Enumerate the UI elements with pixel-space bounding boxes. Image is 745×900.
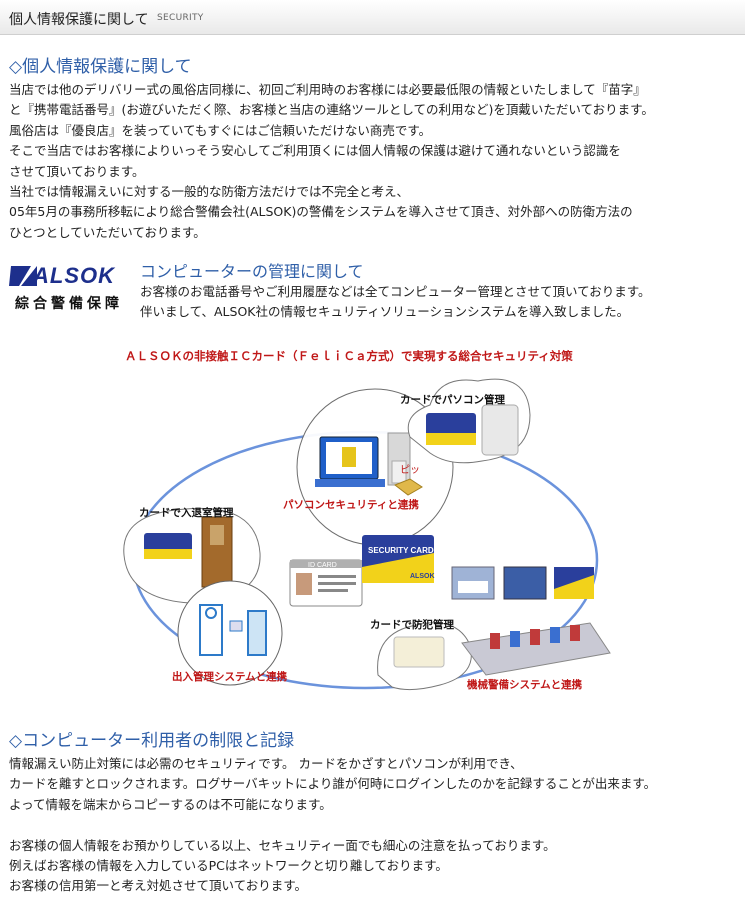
section-heading-computer: コンピューターの管理に関して [140, 262, 364, 281]
alsok-logo-word: ALSOK [33, 263, 115, 288]
entry-system-node [177, 580, 283, 686]
card-brand-text: ALSOK [410, 573, 435, 580]
computer-paragraph: お客様のお電話番号やご利用履歴などは全てコンピューター管理とさせて頂いております… [140, 282, 651, 322]
label-room-management: カードで入退室管理 [139, 507, 234, 519]
privacy-paragraph: 当店では他のデリバリー式の風俗店同様に、初回ご利用時のお客様には必要最低限の情報… [9, 80, 654, 243]
text-line: そこで当店ではお客様によりいっそう安心してご利用頂くには個人情報の保護は避けて通… [9, 143, 621, 159]
text-line: 伴いまして、ALSOK社の情報セキュリティソリューションシステムを導入致しました… [140, 304, 630, 319]
text-line: と『携帯電話番号』(お遊びいただく際、お客様と当店の連絡ツールとしての利用など)… [9, 102, 654, 118]
text-line: よって情報を端末からコピーするのは不可能になります。 [9, 796, 332, 812]
security-card-text: SECURITY CARD [368, 546, 434, 555]
page-header-title: 個人情報保護に関して [9, 12, 149, 28]
text-line: 05年5月の事務所移転により総合警備会社(ALSOK)の警備をシステムを導入させ… [9, 204, 633, 220]
text-line: お客様の信用第一と考え対処させて頂いております。 [9, 878, 308, 894]
security-system-diagram: ピッ SECURITY CARD ID CARD ALSOK [123, 378, 611, 691]
section-heading-privacy: ◇個人情報保護に関して [9, 57, 192, 77]
label-pc-management: カードでパソコン管理 [400, 394, 505, 406]
pc-management-bubble [407, 378, 531, 464]
label-entry-system: 出入管理システムと連携 [172, 671, 288, 683]
label-pc-security: パソコンセキュリティと連携 [283, 499, 419, 511]
id-card-text: ID CARD [308, 562, 337, 569]
page-header-subtitle: SECURITY [157, 13, 204, 23]
card-examples [289, 535, 434, 607]
diagram-title: ＡＬＳＯＫの非接触ＩＣカード（ＦｅｌｉＣａ方式）で実現する総合セキュリティ対策 [125, 349, 573, 363]
text-line: ひとつとしていただいております。 [9, 224, 206, 240]
text-line: 当店では他のデリバリー式の風俗店同様に、初回ご利用時のお客様には必要最低限の情報… [9, 82, 646, 97]
machine-security-node [451, 566, 611, 676]
label-machine-security: 機械警備システムと連携 [467, 679, 583, 691]
alsok-logo-mark [9, 266, 37, 286]
text-line: お客様の個人情報をお預かりしている以上、セキュリティー面でも細心の注意を払ってお… [9, 837, 556, 853]
text-line: 例えばお客様の情報を入力しているPCはネットワークと切り離しております。 [9, 858, 448, 874]
section-heading-restriction: ◇コンピューター利用者の制限と記録 [9, 731, 295, 751]
alsok-logo-tagline: 綜合警備保障 [15, 296, 123, 312]
label-crime-prevention: カードで防犯管理 [370, 619, 454, 631]
text-line: 情報漏えい防止対策には必需のセキュリティです。 カードをかざすとパソコンが利用で… [9, 756, 523, 771]
text-line: 当社では情報漏えいに対する一般的な防衛方法だけでは不完全と考え、 [9, 184, 410, 200]
text-line: お客様のお電話番号やご利用履歴などは全てコンピューター管理とさせて頂いております… [140, 284, 651, 299]
text-line: 風俗店は『優良店』を装っていてもすぐにはご信頼いただけない商売です。 [9, 122, 432, 138]
beep-label: ピッ [400, 464, 420, 476]
text-line: させて頂いております。 [9, 163, 145, 179]
restriction-paragraph: 情報漏えい防止対策には必需のセキュリティです。 カードをかざすとパソコンが利用で… [9, 754, 656, 897]
page-header-bar: 個人情報保護に関して SECURITY [0, 0, 745, 35]
crime-prevention-bubble [377, 622, 472, 691]
text-line: カードを離すとロックされます。ログサーバキットにより誰が何時にログインしたのかを… [9, 776, 657, 792]
